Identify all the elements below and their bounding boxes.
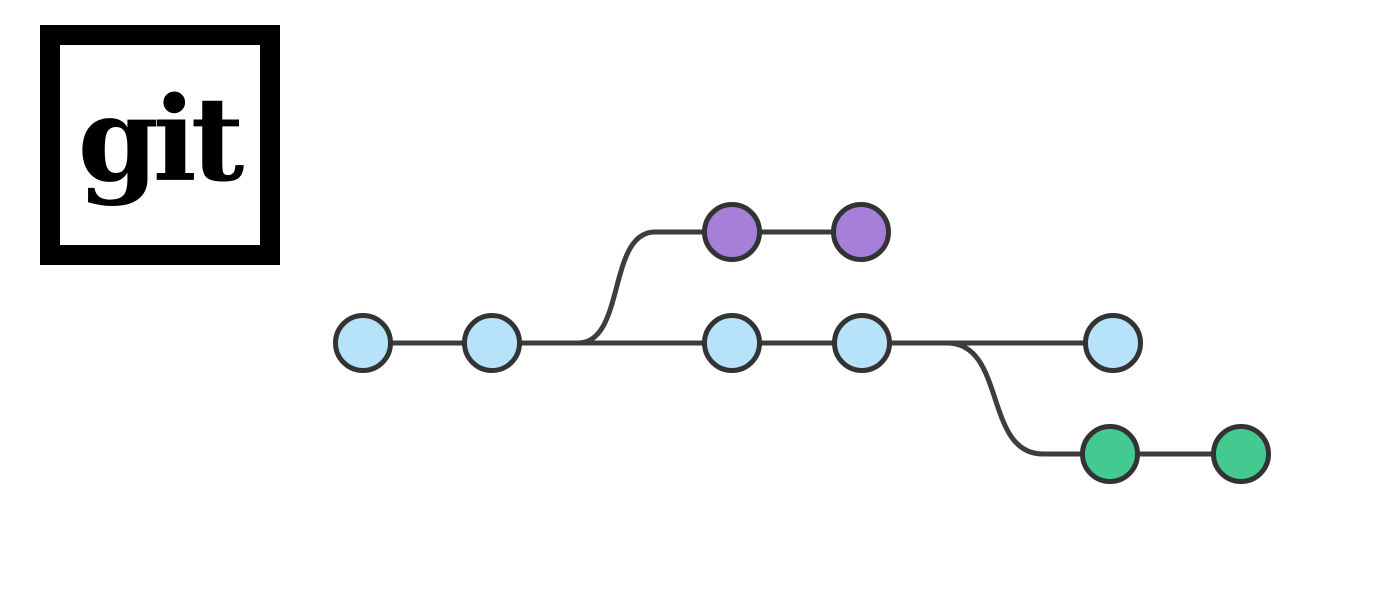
commit-node-main-3 [702, 313, 762, 373]
commit-node-main-5 [1083, 313, 1143, 373]
commit-node-main-1 [333, 313, 393, 373]
git-wordmark: git [77, 72, 245, 208]
commit-node-feature-top-2 [831, 202, 891, 262]
commit-node-main-2 [462, 313, 522, 373]
commit-node-feature-top-1 [702, 202, 762, 262]
commit-node-feature-bottom-1 [1080, 424, 1140, 484]
fork-curve-feature-top [575, 229, 658, 346]
git-logo: git [40, 25, 280, 265]
commit-node-main-4 [832, 313, 892, 373]
fork-curve-feature-bottom [944, 340, 1046, 457]
commit-node-feature-bottom-2 [1211, 424, 1271, 484]
